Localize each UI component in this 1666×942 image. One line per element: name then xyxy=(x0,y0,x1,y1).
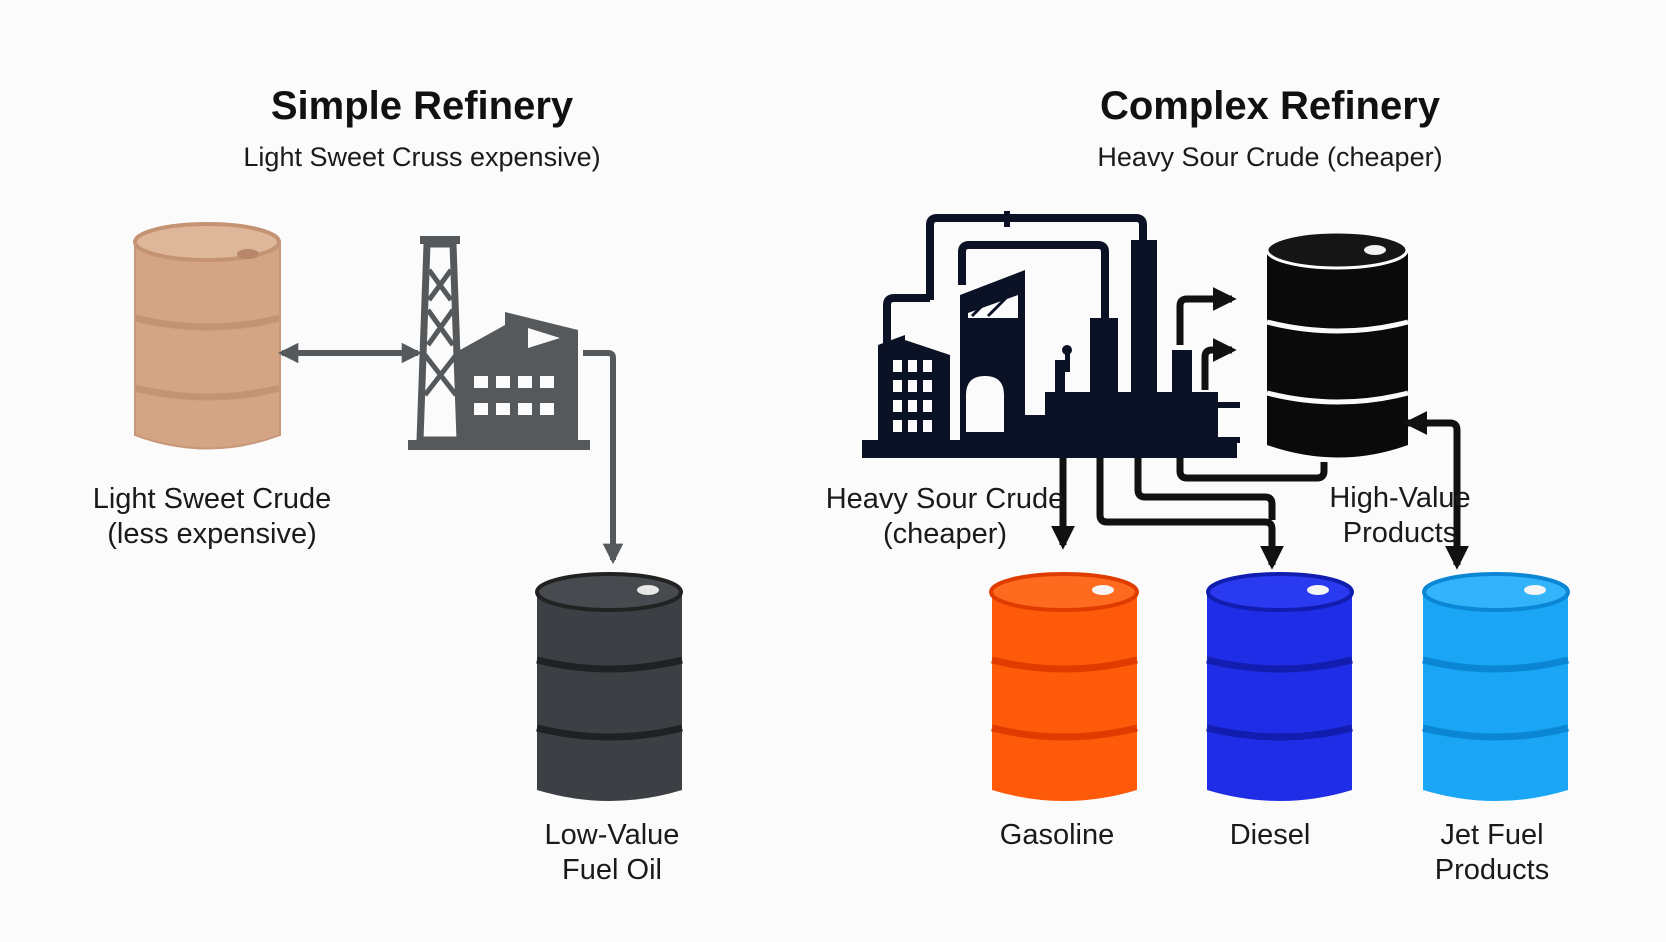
high-value-label-line1: High-Value xyxy=(1329,482,1471,514)
light-sweet-crude-label-line1: Light Sweet Crude xyxy=(92,483,332,515)
jet-fuel-label-line2: Products xyxy=(1434,853,1550,886)
gasoline-label-line1: Gasoline xyxy=(999,819,1115,851)
simple-refinery-icon xyxy=(408,236,590,450)
simple-refinery-subtitle: Light Sweet Cruss expensive) xyxy=(243,142,601,172)
heavy-sour-crude-label-line2: (cheaper) xyxy=(882,517,1008,550)
product-flow-lines xyxy=(1051,411,1469,570)
diesel-label: Diesel xyxy=(1230,818,1311,853)
simple-refinery-title: Simple Refinery xyxy=(270,84,574,128)
fuel-oil-label: Low-Value Fuel Oil xyxy=(545,818,680,888)
heavy-sour-crude-label: Heavy Sour Crude (cheaper) xyxy=(826,482,1065,552)
complex-refinery-subtitle: Heavy Sour Crude (cheaper) xyxy=(1097,142,1443,172)
light-sweet-crude-barrel xyxy=(133,222,281,450)
gasoline-label: Gasoline xyxy=(1000,818,1114,853)
diesel-label-line1: Diesel xyxy=(1229,819,1311,851)
high-value-label-line2: Products xyxy=(1342,516,1458,549)
light-sweet-crude-label: Light Sweet Crude (less expensive) xyxy=(93,482,332,552)
complex-refinery-icon xyxy=(862,211,1240,458)
high-value-barrel xyxy=(1265,230,1409,458)
complex-refinery-title: Complex Refinery xyxy=(1099,84,1441,128)
light-sweet-crude-label-line2: (less expensive) xyxy=(107,517,317,550)
fuel-oil-label-line1: Low-Value xyxy=(544,819,680,851)
fuel-oil-label-line2: Fuel Oil xyxy=(562,853,662,886)
gasoline-barrel xyxy=(989,572,1139,801)
jet-fuel-label-line1: Jet Fuel xyxy=(1440,819,1544,851)
heavy-sour-crude-label-line1: Heavy Sour Crude xyxy=(825,483,1065,515)
diesel-barrel xyxy=(1206,572,1354,801)
jet-fuel-barrel xyxy=(1422,572,1570,801)
fuel-oil-barrel xyxy=(535,572,683,801)
high-value-products-label: High-Value Products xyxy=(1329,481,1470,551)
arrow-to-fuel-oil xyxy=(583,350,624,565)
arrows-to-high-value xyxy=(1176,287,1237,390)
jet-fuel-label: Jet Fuel Products xyxy=(1435,818,1549,888)
